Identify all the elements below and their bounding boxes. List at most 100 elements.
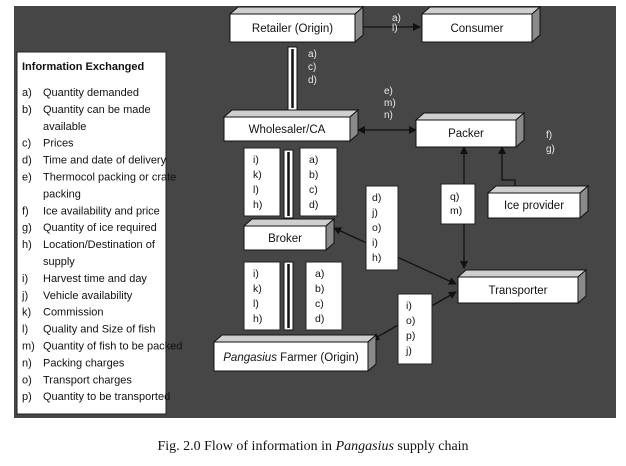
edge-label-wholesaler-packer: n) xyxy=(384,110,393,121)
labelbox-broker-transporter xyxy=(365,185,399,271)
wholesaler-label: Wholesaler/CA xyxy=(249,124,326,136)
node-retailer: Retailer (Origin) xyxy=(228,5,365,44)
labelbox-broker-farmer-right xyxy=(305,261,343,331)
legend-item-text: Transport charges xyxy=(43,374,132,386)
legend-item-key: i) xyxy=(22,273,28,285)
retailer-label: Retailer (Origin) xyxy=(252,23,333,35)
edge-label-wholesaler-broker-right: a) xyxy=(309,154,318,166)
legend-item-text: Quantity of ice required xyxy=(43,222,157,234)
legend-title: Information Exchanged xyxy=(22,61,144,73)
legend-item-key: e) xyxy=(22,172,32,184)
legend-item-text: Prices xyxy=(43,138,74,150)
labelbox-broker-farmer-left xyxy=(243,261,281,331)
edge-label-wholesaler-broker-left: h) xyxy=(253,199,262,211)
node-packer: Packer xyxy=(414,111,526,149)
edge-label-transporter-farmer: p) xyxy=(406,330,415,342)
edge-label-wholesaler-broker-left: l) xyxy=(253,184,259,196)
legend-item-text: Location/Destination of xyxy=(43,239,156,251)
legend-item-key: j) xyxy=(21,290,28,302)
consumer-label: Consumer xyxy=(450,23,503,35)
edge-label-broker-farmer-left: i) xyxy=(253,268,259,280)
legend-panel xyxy=(16,51,167,415)
legend-items: a) Quantity demanded b) Quantity can be mad… xyxy=(21,87,182,403)
edge-label-packer-transporter: q) xyxy=(450,191,459,203)
edge-label-wholesaler-packer: e) xyxy=(384,86,393,97)
edge-label-retailer-consumer: l) xyxy=(392,23,398,34)
legend-item-key: d) xyxy=(22,155,32,167)
legend-item-key: o) xyxy=(22,374,32,386)
edge-label-wholesaler-broker-left: k) xyxy=(253,169,262,181)
edge-label-wholesaler-broker-left: i) xyxy=(253,154,259,166)
legend-item-text: Harvest time and day xyxy=(43,273,147,285)
edge-label-retailer-wholesaler: a) xyxy=(308,49,317,60)
legend-item-text: Quantity of fish to be packed xyxy=(43,341,182,353)
edge-label-broker-farmer-right: c) xyxy=(315,298,324,310)
legend-item-text: Quantity can be made xyxy=(43,104,151,116)
edge-label-broker-farmer-right: a) xyxy=(315,268,324,280)
farmer-label: Pangasius Farmer (Origin) xyxy=(223,352,359,364)
edge-label-retailer-consumer: a) xyxy=(392,13,401,24)
edge-label-broker-farmer-right: b) xyxy=(315,283,324,295)
node-broker: Broker xyxy=(242,217,336,252)
edge-label-transporter-farmer: o) xyxy=(406,315,415,327)
legend-item-text: Thermocol packing or crate xyxy=(43,172,176,184)
legend-item-text: Ice availability and price xyxy=(43,205,160,217)
legend-item-key: m) xyxy=(22,341,35,353)
edge-label-packer-ice: f) xyxy=(546,130,552,141)
edge-label-transporter-farmer: j) xyxy=(405,345,412,357)
node-transporter: Transporter xyxy=(456,268,588,305)
edge-label-broker-farmer-left: k) xyxy=(253,283,262,295)
edge-label-wholesaler-packer: m) xyxy=(384,98,396,109)
legend-item-key: b) xyxy=(22,104,32,116)
ice-provider-label: Ice provider xyxy=(504,200,564,212)
edge-label-broker-farmer-left: h) xyxy=(253,313,262,325)
edge-label-transporter-farmer: i) xyxy=(406,300,412,312)
labelbox-wholesaler-broker-right xyxy=(299,147,338,217)
edge-label-broker-transporter: i) xyxy=(372,237,378,249)
legend-item-text: supply xyxy=(43,256,75,268)
legend-item-key: f) xyxy=(22,205,29,217)
edge-label-broker-transporter: d) xyxy=(372,192,381,204)
legend-item-key: k) xyxy=(22,307,31,319)
legend-item-key: h) xyxy=(22,239,32,251)
edge-label-packer-transporter: m) xyxy=(450,205,462,217)
edge-label-packer-ice: g) xyxy=(546,144,555,155)
node-ice-provider: Ice provider xyxy=(486,184,590,220)
edge-label-wholesaler-broker-right: d) xyxy=(309,199,318,211)
edge-label-broker-farmer-right: d) xyxy=(315,313,324,325)
legend-item-key: p) xyxy=(22,391,32,403)
edge-label-broker-transporter: o) xyxy=(372,222,381,234)
edge-label-wholesaler-broker-right: b) xyxy=(309,169,318,181)
edge-label-wholesaler-broker-right: c) xyxy=(309,184,318,196)
labelbox-wholesaler-broker-left xyxy=(243,147,281,217)
legend-item-key: a) xyxy=(22,87,32,99)
legend-item-key: c) xyxy=(22,138,31,150)
legend-item-text: Quality and Size of fish xyxy=(43,324,156,336)
legend-item-text: Packing charges xyxy=(43,357,125,369)
legend-item-key: g) xyxy=(22,222,32,234)
labelbox-transporter-farmer xyxy=(397,293,433,365)
labelbox-packer-transporter xyxy=(440,183,476,225)
figure-caption: Fig. 2.0 Flow of information in Pangasiu… xyxy=(157,439,468,454)
legend-item-text: packing xyxy=(43,188,81,200)
transporter-label: Transporter xyxy=(488,285,547,297)
packer-label: Packer xyxy=(448,128,484,140)
edge-label-broker-farmer-left: l) xyxy=(253,298,259,310)
legend-item-text: Commission xyxy=(43,307,104,319)
node-wholesaler: Wholesaler/CA xyxy=(222,108,360,143)
legend-item-key: l) xyxy=(22,324,28,336)
legend-item-text: Quantity to be transported xyxy=(43,391,170,403)
legend-item-text: Quantity demanded xyxy=(43,87,139,99)
edge-label-broker-transporter: h) xyxy=(372,252,381,264)
edge-labels: a)l)a)c)d)e)m)n)f)g)i)k)l)h)a)b)c)d)i)k)… xyxy=(253,13,555,357)
broker-label: Broker xyxy=(268,233,302,245)
edge-label-retailer-wholesaler: d) xyxy=(308,75,317,86)
node-consumer: Consumer xyxy=(420,5,542,44)
edge-label-broker-transporter: j) xyxy=(371,207,378,219)
legend-item-key: n) xyxy=(22,357,32,369)
legend-item-text: Time and date of delivery xyxy=(43,155,167,167)
legend-item-text: Vehicle availability xyxy=(43,290,133,302)
node-farmer: Pangasius Farmer (Origin) xyxy=(212,333,378,373)
legend-item-text: available xyxy=(43,121,86,133)
